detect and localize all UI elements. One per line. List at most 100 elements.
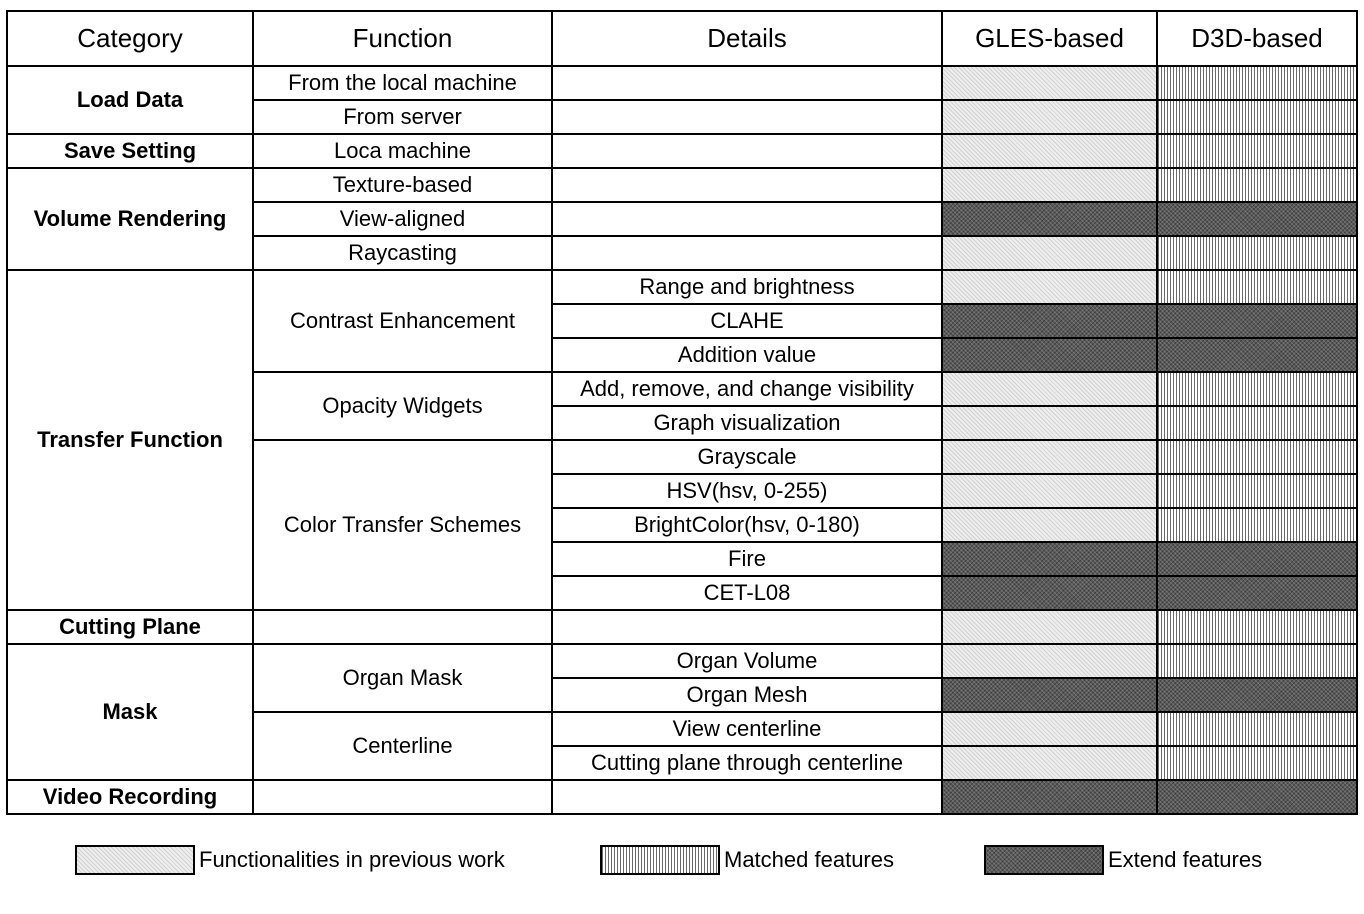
details-cell <box>551 133 943 169</box>
gles-status-cell <box>941 133 1158 169</box>
function-cell: Loca machine <box>252 133 553 169</box>
d3d-status-cell <box>1156 711 1358 747</box>
category-cell: Transfer Function <box>6 269 254 611</box>
legend-item-extend: Extend features <box>984 843 1262 877</box>
details-cell <box>551 609 943 645</box>
table-row: Video Recording <box>6 779 1358 815</box>
d3d-status-cell <box>1156 745 1358 781</box>
category-cell: Load Data <box>6 65 254 135</box>
d3d-status-cell <box>1156 99 1358 135</box>
gles-status-cell <box>941 99 1158 135</box>
details-cell: BrightColor(hsv, 0-180) <box>551 507 943 543</box>
header-details: Details <box>551 10 943 67</box>
function-cell: From the local machine <box>252 65 553 101</box>
details-cell: Addition value <box>551 337 943 373</box>
details-cell: CLAHE <box>551 303 943 339</box>
d3d-status-cell <box>1156 575 1358 611</box>
gles-status-cell <box>941 473 1158 509</box>
details-cell: Grayscale <box>551 439 943 475</box>
gles-status-cell <box>941 575 1158 611</box>
d3d-status-cell <box>1156 439 1358 475</box>
gles-status-cell <box>941 439 1158 475</box>
gles-status-cell <box>941 235 1158 271</box>
d3d-status-cell <box>1156 337 1358 373</box>
category-cell: Cutting Plane <box>6 609 254 645</box>
gles-status-cell <box>941 405 1158 441</box>
gles-status-cell <box>941 167 1158 203</box>
details-cell: Fire <box>551 541 943 577</box>
d3d-status-cell <box>1156 677 1358 713</box>
function-cell <box>252 779 553 815</box>
table-row: HSV(hsv, 0-255) <box>7 473 1358 509</box>
d3d-status-cell <box>1156 541 1358 577</box>
function-cell <box>252 609 553 645</box>
category-cell: Volume Rendering <box>6 167 254 271</box>
d3d-status-cell <box>1156 235 1358 271</box>
details-cell <box>551 201 943 237</box>
d3d-status-cell <box>1156 303 1358 339</box>
legend: Functionalities in previous work Matched… <box>0 843 1364 877</box>
gles-status-cell <box>941 65 1158 101</box>
details-cell: Organ Volume <box>551 643 943 679</box>
table-row: Cutting plane through centerline <box>7 745 1358 781</box>
details-cell: Cutting plane through centerline <box>551 745 943 781</box>
details-cell: Graph visualization <box>551 405 943 441</box>
d3d-status-cell <box>1156 609 1358 645</box>
legend-label-matched: Matched features <box>724 847 894 872</box>
details-cell: CET-L08 <box>551 575 943 611</box>
d3d-status-cell <box>1156 133 1358 169</box>
details-cell: Organ Mesh <box>551 677 943 713</box>
table-row: Graph visualization <box>7 405 1358 441</box>
gles-status-cell <box>941 303 1158 339</box>
legend-swatch-extend <box>984 845 1104 875</box>
details-cell: View centerline <box>551 711 943 747</box>
d3d-status-cell <box>1156 405 1358 441</box>
category-cell: Video Recording <box>6 779 254 815</box>
table-row: Cutting Plane <box>6 609 1358 645</box>
gles-status-cell <box>941 201 1158 237</box>
table-row: Raycasting <box>7 235 1358 271</box>
details-cell <box>551 779 943 815</box>
gles-status-cell <box>941 711 1158 747</box>
table-row: Organ Mesh <box>7 677 1358 713</box>
d3d-status-cell <box>1156 371 1358 407</box>
gles-status-cell <box>941 371 1158 407</box>
legend-swatch-previous <box>75 845 195 875</box>
details-cell: Add, remove, and change visibility <box>551 371 943 407</box>
table-row: CET-L08 <box>7 575 1358 611</box>
function-cell: Raycasting <box>252 235 553 271</box>
function-cell: Contrast Enhancement <box>252 269 553 373</box>
legend-label-extend: Extend features <box>1108 847 1263 872</box>
table-row: CLAHE <box>7 303 1358 339</box>
category-cell: Mask <box>6 643 254 781</box>
function-cell: Color Transfer Schemes <box>252 439 553 611</box>
d3d-status-cell <box>1156 507 1358 543</box>
header-d3d: D3D-based <box>1156 10 1358 67</box>
gles-status-cell <box>941 779 1158 815</box>
category-cell: Save Setting <box>6 133 254 169</box>
feature-comparison-table: Category Function Details GLES-based D3D… <box>6 10 1358 815</box>
legend-item-previous: Functionalities in previous work <box>75 843 505 877</box>
gles-status-cell <box>941 269 1158 305</box>
details-cell <box>551 65 943 101</box>
function-cell: Centerline <box>252 711 553 781</box>
table-row: Fire <box>7 541 1358 577</box>
gles-status-cell <box>941 745 1158 781</box>
function-cell: Opacity Widgets <box>252 371 553 441</box>
d3d-status-cell <box>1156 643 1358 679</box>
legend-item-matched: Matched features <box>600 843 894 877</box>
d3d-status-cell <box>1156 269 1358 305</box>
table-row: BrightColor(hsv, 0-180) <box>7 507 1358 543</box>
header-gles: GLES-based <box>941 10 1158 67</box>
gles-status-cell <box>941 643 1158 679</box>
details-cell <box>551 235 943 271</box>
details-cell <box>551 167 943 203</box>
details-cell: Range and brightness <box>551 269 943 305</box>
gles-status-cell <box>941 541 1158 577</box>
